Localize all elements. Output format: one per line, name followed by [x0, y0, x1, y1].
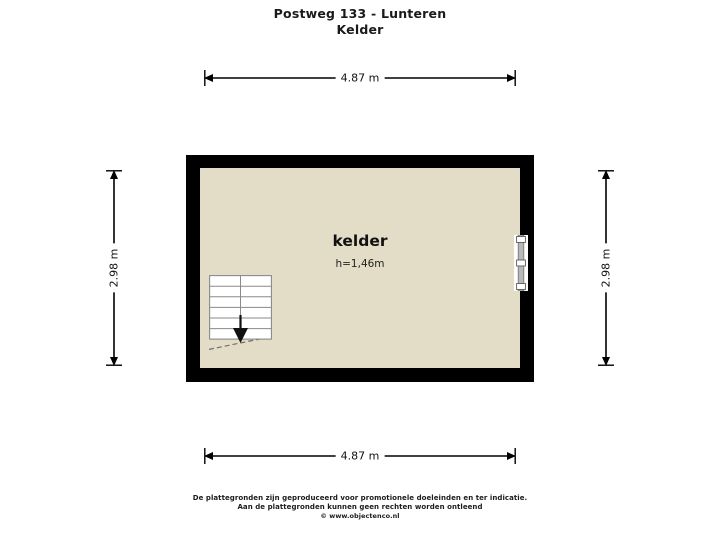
- dimension-right: 2.98 m: [598, 170, 614, 366]
- footer-line-2: Aan de plattegronden kunnen geen rechten…: [237, 503, 483, 511]
- title-block: Postweg 133 - Lunteren Kelder: [0, 6, 720, 38]
- dimension-bottom: 4.87 m: [204, 448, 516, 464]
- page-subtitle: Kelder: [336, 22, 384, 37]
- staircase-icon: [209, 275, 272, 350]
- dimension-bottom-label: 4.87 m: [335, 448, 385, 464]
- dimension-left: 2.98 m: [106, 170, 122, 366]
- dimension-right-label: 2.98 m: [598, 243, 614, 293]
- page-title: Postweg 133 - Lunteren: [273, 6, 447, 21]
- window-icon: [514, 235, 528, 291]
- dimension-top-label: 4.87 m: [335, 70, 385, 86]
- footer-line-1: De plattegronden zijn geproduceerd voor …: [192, 494, 528, 502]
- footer-copyright: © www.objectenco.nl: [320, 512, 400, 520]
- dimension-left-label: 2.98 m: [106, 243, 122, 293]
- footer-disclaimer: De plattegronden zijn geproduceerd voor …: [0, 494, 720, 521]
- dimension-top: 4.87 m: [204, 70, 516, 86]
